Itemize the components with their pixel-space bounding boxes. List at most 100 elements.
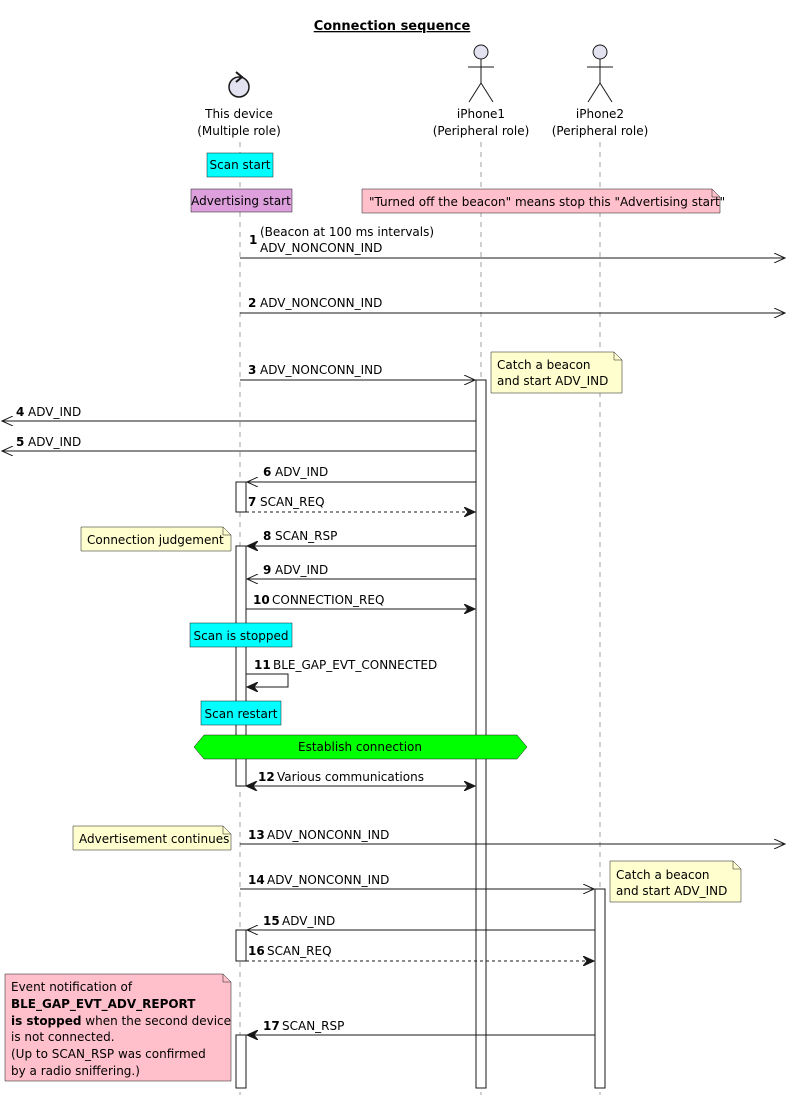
message-label: ADV_IND xyxy=(282,914,335,928)
participant-role: (Multiple role) xyxy=(197,124,281,138)
note-beacon-off: "Turned off the beacon" means stop this … xyxy=(361,188,725,214)
participant-name: iPhone1 xyxy=(457,107,505,121)
note-line: by a radio sniffering.) xyxy=(11,1064,140,1078)
note-line: Event notification of xyxy=(11,980,133,994)
message-12: 12 Various communications xyxy=(247,770,475,786)
message-9: 9 ADV_IND xyxy=(247,563,476,579)
scan-restart-box: Scan restart xyxy=(200,700,282,726)
message-number: 1 xyxy=(249,233,257,247)
message-5: 5 ADV_IND xyxy=(2,435,476,451)
note-connection-judgement: Connection judgement xyxy=(80,526,232,552)
message-prefix: (Beacon at 100 ms intervals) xyxy=(260,225,434,239)
message-number: 14 xyxy=(248,873,265,887)
scan-stopped-box: Scan is stopped xyxy=(189,622,293,648)
message-number: 10 xyxy=(253,593,270,607)
note-line: is stopped when the second device xyxy=(11,1014,231,1028)
note-connection-judgement-text: Connection judgement xyxy=(87,533,224,547)
message-label: Various communications xyxy=(277,770,424,784)
participant-iphone1: iPhone1 (Peripheral role) xyxy=(433,44,530,138)
message-label: ADV_IND xyxy=(28,405,81,419)
actor-icon xyxy=(468,44,494,103)
message-17: 17 SCAN_RSP xyxy=(247,1019,595,1035)
message-11: 11 BLE_GAP_EVT_CONNECTED xyxy=(246,658,437,687)
note-catch-beacon-2: Catch a beacon and start ADV_IND xyxy=(609,860,742,903)
message-label: SCAN_REQ xyxy=(260,495,325,509)
advertising-start-label: Advertising start xyxy=(191,194,291,208)
establish-connection-divider: Establish connection xyxy=(193,734,528,760)
message-label: CONNECTION_REQ xyxy=(272,593,384,607)
note-line: Catch a beacon xyxy=(497,358,591,372)
message-10: 10 CONNECTION_REQ xyxy=(246,593,475,609)
message-number: 11 xyxy=(254,658,271,672)
message-3: 3 ADV_NONCONN_IND xyxy=(240,363,475,380)
participant-name: This device xyxy=(204,107,273,121)
activation-this-3 xyxy=(235,929,247,962)
message-1: 1 (Beacon at 100 ms intervals) ADV_NONCO… xyxy=(240,225,785,258)
diagram-title: Connection sequence xyxy=(314,19,471,34)
message-6: 6 ADV_IND xyxy=(247,465,476,482)
message-label: SCAN_RSP xyxy=(282,1019,344,1033)
message-label: SCAN_REQ xyxy=(267,944,332,958)
message-label: SCAN_RSP xyxy=(275,529,337,543)
message-label: ADV_NONCONN_IND xyxy=(260,363,382,377)
scan-start-box: Scan start xyxy=(206,152,274,178)
message-number: 3 xyxy=(248,363,256,377)
note-catch-beacon-1: Catch a beacon and start ADV_IND xyxy=(490,351,623,394)
message-label: ADV_NONCONN_IND xyxy=(267,873,389,887)
scan-start-label: Scan start xyxy=(210,158,271,172)
message-number: 16 xyxy=(248,944,265,958)
note-bold-part: is stopped xyxy=(11,1014,81,1028)
message-number: 15 xyxy=(263,914,280,928)
message-number: 17 xyxy=(263,1019,280,1033)
message-label: ADV_IND xyxy=(28,435,81,449)
activation-iphone1 xyxy=(475,379,487,1089)
note-line: (Up to SCAN_RSP was confirmed xyxy=(11,1047,206,1061)
message-15: 15 ADV_IND xyxy=(247,914,595,930)
message-number: 6 xyxy=(263,465,271,479)
note-advertisement-continues-text: Advertisement continues xyxy=(79,832,229,846)
message-4: 4 ADV_IND xyxy=(2,405,476,421)
activation-this-1 xyxy=(235,481,247,513)
participant-iphone2: iPhone2 (Peripheral role) xyxy=(552,44,649,138)
message-2: 2 ADV_NONCONN_IND xyxy=(240,296,785,313)
message-number: 9 xyxy=(263,563,271,577)
message-7: 7 SCAN_REQ xyxy=(246,495,475,512)
message-number: 13 xyxy=(248,828,265,842)
activation-iphone2 xyxy=(594,888,606,1089)
message-number: 2 xyxy=(248,296,256,310)
establish-connection-label: Establish connection xyxy=(298,740,422,754)
advertising-start-box: Advertising start xyxy=(190,188,293,213)
message-number: 12 xyxy=(258,770,275,784)
note-beacon-off-text: "Turned off the beacon" means stop this … xyxy=(369,195,725,209)
message-number: 8 xyxy=(263,529,271,543)
note-line: and start ADV_IND xyxy=(616,884,727,898)
participant-this-device: This device (Multiple role) xyxy=(197,71,281,138)
note-line: and start ADV_IND xyxy=(497,374,608,388)
message-label: ADV_NONCONN_IND xyxy=(267,828,389,842)
note-line: Catch a beacon xyxy=(616,868,710,882)
message-number: 4 xyxy=(16,405,24,419)
actor-icon xyxy=(587,44,613,103)
participant-role: (Peripheral role) xyxy=(433,124,530,138)
participant-name: iPhone2 xyxy=(576,107,624,121)
message-label: ADV_NONCONN_IND xyxy=(260,241,382,255)
message-8: 8 SCAN_RSP xyxy=(247,529,476,546)
message-number: 7 xyxy=(248,495,256,509)
message-label: ADV_NONCONN_IND xyxy=(260,296,382,310)
control-icon xyxy=(228,71,250,98)
participant-role: (Peripheral role) xyxy=(552,124,649,138)
message-14: 14 ADV_NONCONN_IND xyxy=(240,873,594,889)
activation-this-2 xyxy=(235,545,247,787)
scan-restart-label: Scan restart xyxy=(205,707,278,721)
note-line: BLE_GAP_EVT_ADV_REPORT xyxy=(11,997,196,1012)
message-16: 16 SCAN_REQ xyxy=(246,944,594,961)
message-number: 5 xyxy=(16,435,24,449)
scan-stopped-label: Scan is stopped xyxy=(194,629,289,643)
message-13: 13 ADV_NONCONN_IND xyxy=(240,828,785,844)
message-label: BLE_GAP_EVT_CONNECTED xyxy=(273,658,437,672)
note-line: is not connected. xyxy=(11,1030,115,1044)
message-label: ADV_IND xyxy=(275,563,328,577)
note-advertisement-continues: Advertisement continues xyxy=(72,825,232,851)
message-label: ADV_IND xyxy=(275,465,328,479)
